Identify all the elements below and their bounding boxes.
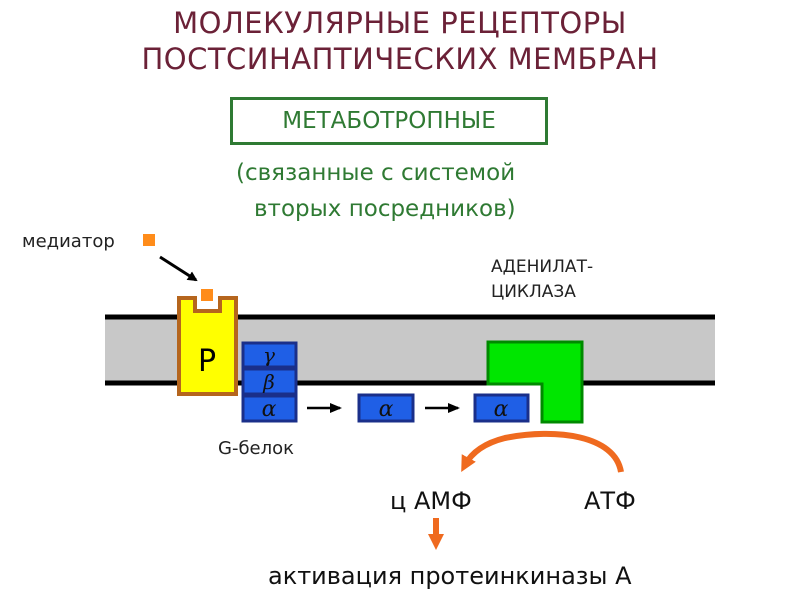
atp-to-camp-arrow bbox=[461, 430, 624, 473]
bound-mediator bbox=[201, 289, 213, 301]
alpha-subunit-cyclase bbox=[473, 393, 530, 423]
gamma-subunit bbox=[241, 341, 298, 369]
receptor-label: Р bbox=[198, 344, 216, 379]
camp-label: ц АМФ bbox=[390, 487, 472, 515]
mediator-molecule bbox=[143, 234, 155, 246]
mediator-arrow bbox=[159, 255, 198, 282]
note-line-2: вторых посредников) bbox=[254, 196, 516, 222]
alpha-label-1: α bbox=[262, 397, 277, 422]
adenylate-cyclase-label-2: ЦИКЛАЗА bbox=[491, 282, 576, 302]
mediator-label: медиатор bbox=[22, 231, 115, 252]
receptor-type-label: МЕТАБОТРОПНЫЕ bbox=[282, 108, 496, 134]
alpha-subunit-bound bbox=[241, 394, 298, 423]
title-line-2: ПОСТСИНАПТИЧЕСКИХ МЕМБРАН bbox=[141, 42, 659, 76]
atp-label: АТФ bbox=[584, 487, 636, 515]
title-line-1: МОЛЕКУЛЯРНЫЕ РЕЦЕПТОРЫ bbox=[173, 6, 627, 40]
gamma-label: γ bbox=[263, 343, 275, 367]
note-line-1: (связанные с системой bbox=[236, 160, 516, 186]
adenylate-cyclase bbox=[486, 340, 584, 424]
beta-label: β bbox=[262, 370, 275, 394]
alpha-subunit-free bbox=[357, 393, 415, 423]
alpha-label-3: α bbox=[494, 397, 509, 422]
receptor-type-box: МЕТАБОТРОПНЫЕ bbox=[230, 97, 548, 145]
adenylate-cyclase-label-1: АДЕНИЛАТ- bbox=[491, 257, 594, 277]
receptor-p bbox=[177, 296, 238, 396]
activation-label: активация протеинкиназы А bbox=[268, 562, 632, 590]
beta-subunit bbox=[241, 367, 298, 396]
alpha-label-2: α bbox=[379, 397, 394, 422]
g-protein-label: G-белок bbox=[218, 438, 295, 459]
